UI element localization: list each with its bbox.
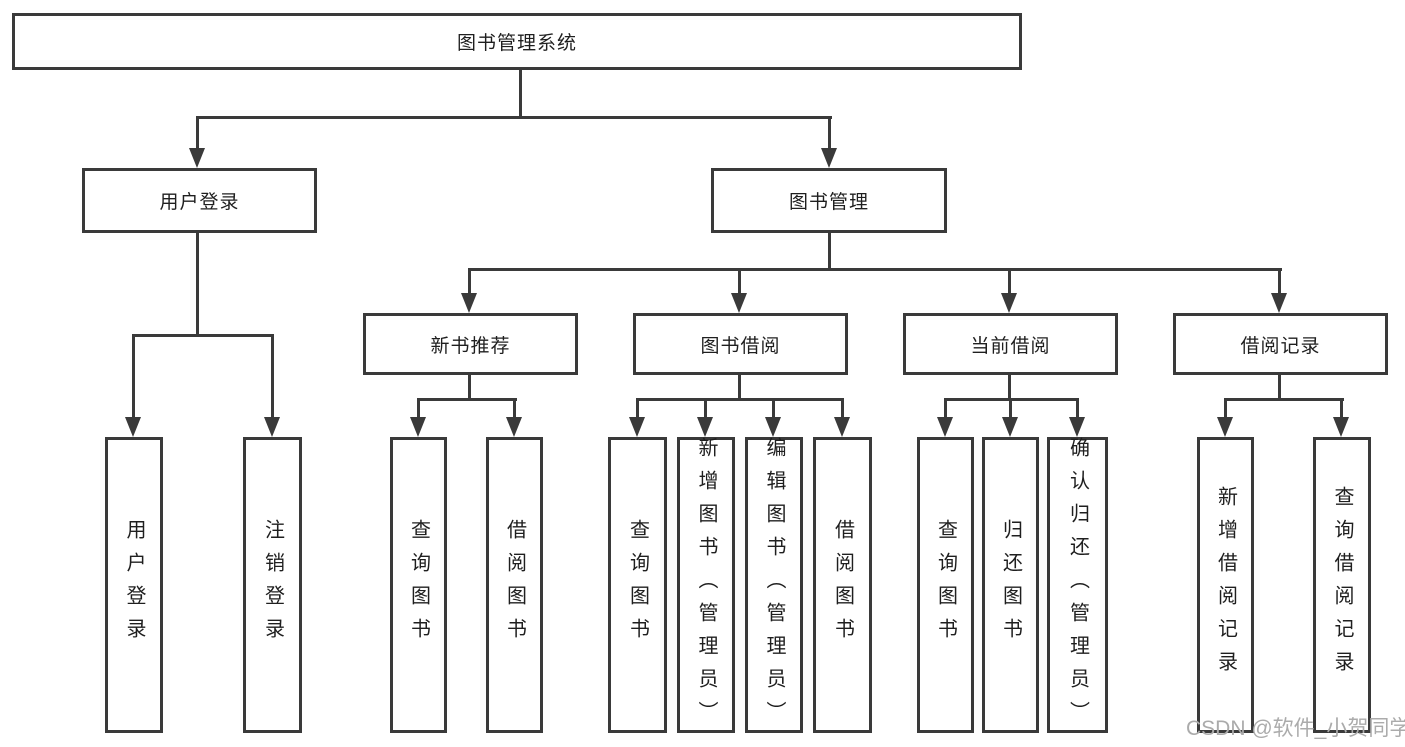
connector-line: [828, 233, 831, 271]
node-label: 用户登录: [159, 192, 240, 213]
connector-line: [271, 334, 274, 422]
arrow-down-icon: [1069, 417, 1085, 437]
connector-line: [738, 268, 741, 298]
connector-line: [196, 116, 832, 119]
arrow-down-icon: [506, 417, 522, 437]
csdn-watermark: CSDN @软件_小贺同学: [1186, 717, 1405, 740]
node-book-management-branch: 图书管理: [711, 168, 947, 233]
arrow-down-icon: [1001, 293, 1017, 313]
connector-line: [417, 398, 420, 420]
connector-line: [841, 398, 844, 420]
connector-line: [1008, 268, 1011, 298]
connector-line: [196, 233, 199, 337]
node-book-borrowing: 图书借阅: [633, 313, 848, 375]
node-label: 借阅图书: [503, 519, 526, 651]
arrow-down-icon: [1217, 417, 1233, 437]
connector-line: [417, 398, 517, 401]
leaf-add-borrow-record: 新增借阅记录: [1197, 437, 1254, 733]
node-label: 注销登录: [261, 519, 284, 651]
node-label: 查询图书: [934, 519, 957, 651]
node-label: 查询图书: [407, 519, 430, 651]
connector-line: [772, 398, 775, 420]
leaf-edit-book-admin: 编辑图书（管理员）: [745, 436, 803, 734]
connector-line: [1224, 398, 1344, 401]
leaf-borrow-books-recommend: 借阅图书: [486, 437, 543, 733]
connector-line: [828, 116, 831, 152]
node-label: 编辑图书（管理员）: [763, 436, 785, 734]
connector-line: [1076, 398, 1079, 420]
connector-line: [1340, 398, 1343, 420]
connector-line: [636, 398, 639, 420]
arrow-down-icon: [731, 293, 747, 313]
connector-line: [1009, 398, 1012, 420]
connector-line: [513, 398, 516, 420]
arrow-down-icon: [1271, 293, 1287, 313]
connector-line: [1224, 398, 1227, 420]
node-label: 确认归还（管理员）: [1066, 436, 1089, 734]
leaf-user-login: 用户登录: [105, 437, 163, 733]
arrow-down-icon: [125, 417, 141, 437]
node-label: 借阅图书: [831, 519, 854, 651]
leaf-query-books-current: 查询图书: [917, 437, 974, 733]
leaf-logout: 注销登录: [243, 437, 302, 733]
connector-line: [468, 268, 1282, 271]
node-new-book-recommend: 新书推荐: [363, 313, 578, 375]
leaf-query-books-borrowing: 查询图书: [608, 437, 667, 733]
node-label: 用户登录: [123, 519, 145, 651]
node-system-root: 图书管理系统: [12, 13, 1022, 70]
node-label: 新增借阅记录: [1214, 486, 1237, 684]
node-borrow-records: 借阅记录: [1173, 313, 1388, 375]
node-label: 新增图书（管理员）: [695, 436, 717, 734]
arrow-down-icon: [937, 417, 953, 437]
node-label: 新书推荐: [430, 335, 511, 357]
node-label: 借阅记录: [1240, 335, 1321, 357]
arrow-down-icon: [410, 417, 426, 437]
node-label: 图书管理: [788, 192, 869, 213]
arrow-down-icon: [765, 417, 781, 437]
connector-line: [944, 398, 947, 420]
arrow-down-icon: [1333, 417, 1349, 437]
connector-line: [1278, 268, 1281, 298]
connector-line: [1278, 375, 1281, 401]
connector-line: [132, 334, 274, 337]
leaf-return-books: 归还图书: [982, 437, 1039, 733]
node-label: 归还图书: [999, 519, 1022, 651]
connector-line: [468, 268, 471, 298]
connector-line: [738, 375, 741, 401]
node-current-borrowing: 当前借阅: [903, 313, 1118, 375]
node-label: 图书借阅: [700, 335, 781, 357]
leaf-confirm-return-admin: 确认归还（管理员）: [1047, 436, 1108, 734]
connector-line: [704, 398, 707, 420]
connector-line: [1008, 375, 1011, 401]
node-user-login-branch: 用户登录: [82, 168, 317, 233]
arrow-down-icon: [461, 293, 477, 313]
arrow-down-icon: [697, 417, 713, 437]
connector-line: [636, 398, 844, 401]
leaf-add-book-admin: 新增图书（管理员）: [677, 436, 735, 734]
arrow-down-icon: [629, 417, 645, 437]
leaf-query-borrow-record: 查询借阅记录: [1313, 437, 1371, 733]
node-label: 当前借阅: [970, 335, 1051, 357]
connector-line: [132, 334, 135, 422]
leaf-query-books-recommend: 查询图书: [390, 437, 447, 733]
arrow-down-icon: [264, 417, 280, 437]
arrow-down-icon: [189, 148, 205, 168]
arrow-down-icon: [1002, 417, 1018, 437]
arrow-down-icon: [821, 148, 837, 168]
connector-line: [468, 375, 471, 401]
connector-line: [196, 116, 199, 152]
node-label: 图书管理系统: [456, 33, 577, 54]
node-label: 查询借阅记录: [1331, 486, 1353, 684]
node-label: 查询图书: [626, 519, 649, 651]
connector-line: [519, 68, 522, 118]
leaf-borrow-books: 借阅图书: [813, 437, 872, 733]
arrow-down-icon: [834, 417, 850, 437]
